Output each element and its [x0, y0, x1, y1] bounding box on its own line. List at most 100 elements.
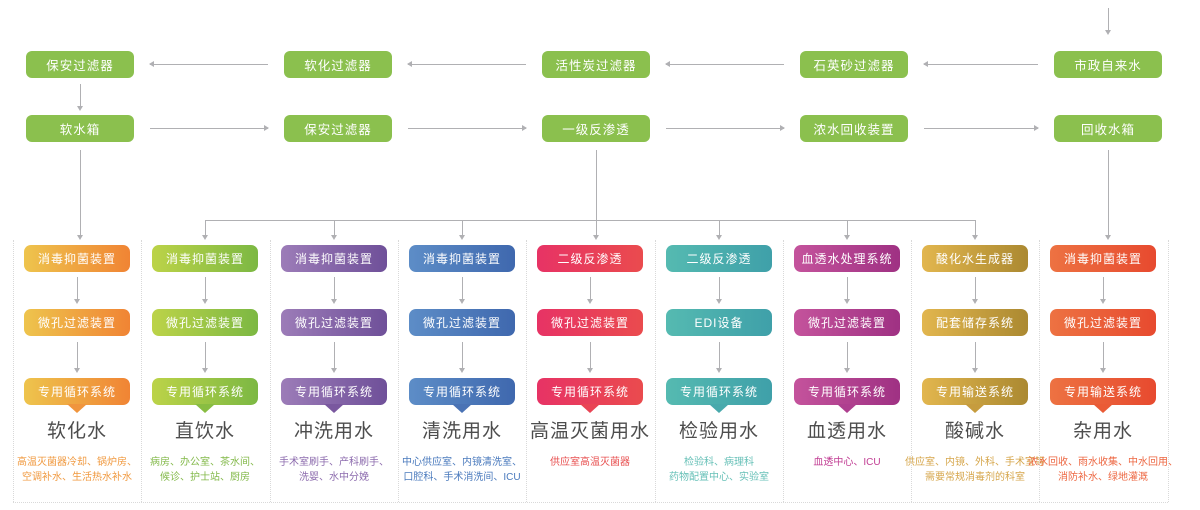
process-box-softened-water-0: 消毒抑菌装置 — [24, 245, 130, 272]
flow-arrow-left — [149, 61, 268, 67]
column-flushing-water: 消毒抑菌装置微孔过滤装置专用循环系统冲洗用水手术室刷手、产科刷手、洗婴、水中分娩 — [270, 0, 398, 510]
column-separator — [1168, 240, 1169, 502]
pointer-tail — [67, 404, 87, 413]
distribution-drop — [459, 220, 465, 240]
flow-arrow-right — [924, 125, 1039, 131]
usage-description-line: 手术室刷手、产科刷手、 — [279, 457, 389, 468]
flow-box-first-stage-ro: 一级反渗透 — [542, 115, 650, 142]
usage-title-direct-drinking-water: 直饮水 — [174, 421, 235, 442]
process-box-softened-water-1: 微孔过滤装置 — [24, 309, 130, 336]
process-box-acid-alkaline-water-1: 配套储存系统 — [922, 309, 1028, 336]
process-box-laboratory-water-1: EDI设备 — [666, 309, 772, 336]
column-softened-water: 消毒抑菌装置微孔过滤装置专用循环系统软化水高温灭菌器冷却、锅炉房、空调补水、生活… — [13, 0, 141, 510]
pointer-tail — [195, 404, 215, 413]
process-box-acid-alkaline-water-0: 酸化水生成器 — [922, 245, 1028, 272]
flow-box-security-filter: 保安过滤器 — [26, 51, 134, 78]
usage-title-miscellaneous-water: 杂用水 — [1072, 421, 1133, 442]
process-box-laboratory-water-2: 专用循环系统 — [666, 378, 772, 405]
arrow-first-ro-drop — [593, 150, 599, 240]
process-box-miscellaneous-water-0: 消毒抑菌装置 — [1050, 245, 1156, 272]
arrow-down — [459, 277, 465, 304]
column-separator — [783, 240, 784, 502]
usage-description-line: 高温灭菌器冷却、锅炉房、 — [17, 457, 137, 468]
arrow-down — [331, 342, 337, 373]
column-cleaning-water: 消毒抑菌装置微孔过滤装置专用循环系统清洗用水中心供应室、内镜清洗室、口腔科、手术… — [398, 0, 526, 510]
column-direct-drinking-water: 消毒抑菌装置微孔过滤装置专用循环系统直饮水病房、办公室、茶水间、候诊、护士站、厨… — [141, 0, 269, 510]
process-box-miscellaneous-water-1: 微孔过滤装置 — [1050, 309, 1156, 336]
flow-box-quartz-sand-filter: 石英砂过滤器 — [800, 51, 908, 78]
arrow-down — [331, 277, 337, 304]
usage-description-line: 洗婴、水中分娩 — [299, 472, 369, 483]
flow-box-municipal-tap-water: 市政自来水 — [1054, 51, 1162, 78]
usage-title-cleaning-water: 清洗用水 — [421, 421, 502, 442]
process-box-flushing-water-0: 消毒抑菌装置 — [281, 245, 387, 272]
usage-description-line: 病房、办公室、茶水间、 — [150, 457, 260, 468]
process-box-miscellaneous-water-2: 专用输送系统 — [1050, 378, 1156, 405]
flow-arrow-left — [665, 61, 784, 67]
arrow-down — [202, 277, 208, 304]
arrow-down — [74, 277, 80, 304]
column-miscellaneous-water: 消毒抑菌装置微孔过滤装置专用输送系统杂用水浓水回收、雨水收集、中水回用、消防补水… — [1028, 0, 1178, 510]
usage-description-line: 浓水回收、雨水收集、中水回用、 — [1028, 457, 1178, 468]
arrow-down — [587, 342, 593, 373]
distribution-drop — [844, 220, 850, 240]
process-box-hemodialysis-water-1: 微孔过滤装置 — [794, 309, 900, 336]
usage-description-line: 需要常规消毒剂的科室 — [925, 472, 1025, 483]
process-box-direct-drinking-water-1: 微孔过滤装置 — [152, 309, 258, 336]
arrow-down — [587, 277, 593, 304]
arrow-down — [972, 342, 978, 373]
process-box-acid-alkaline-water-2: 专用输送系统 — [922, 378, 1028, 405]
flow-arrow-right — [666, 125, 785, 131]
column-separator — [13, 240, 14, 502]
usage-title-hemodialysis-water: 血透用水 — [806, 421, 887, 442]
process-box-high-temp-sterilization-water-2: 专用循环系统 — [537, 378, 643, 405]
process-box-cleaning-water-0: 消毒抑菌装置 — [409, 245, 515, 272]
arrow-down — [1100, 342, 1106, 373]
arrow-municipal-inflow — [1105, 8, 1111, 35]
column-separator — [270, 240, 271, 502]
usage-description-line: 口腔科、手术消洗间、ICU — [403, 472, 521, 483]
bottom-border — [13, 502, 1168, 503]
flow-box-security-filter-2: 保安过滤器 — [284, 115, 392, 142]
arrow-down — [202, 342, 208, 373]
flow-arrow-left — [923, 61, 1038, 67]
usage-description-line: 供应室高温灭菌器 — [550, 457, 630, 468]
arrow-down — [459, 342, 465, 373]
usage-title-flushing-water: 冲洗用水 — [293, 421, 374, 442]
usage-description-line: 中心供应室、内镜清洗室、 — [402, 457, 522, 468]
usage-title-high-temp-sterilization-water: 高温灭菌用水 — [529, 421, 650, 442]
process-box-laboratory-water-0: 二级反渗透 — [666, 245, 772, 272]
arrow-down — [716, 277, 722, 304]
process-box-direct-drinking-water-2: 专用循环系统 — [152, 378, 258, 405]
pointer-tail — [965, 404, 985, 413]
distribution-drop — [202, 220, 208, 240]
column-separator — [655, 240, 656, 502]
flow-arrow-right — [408, 125, 527, 131]
flow-box-recycled-water-tank: 回收水箱 — [1054, 115, 1162, 142]
pointer-tail — [452, 404, 472, 413]
process-box-high-temp-sterilization-water-0: 二级反渗透 — [537, 245, 643, 272]
usage-description-line: 血透中心、ICU — [813, 457, 881, 468]
usage-title-softened-water: 软化水 — [46, 421, 107, 442]
column-high-temp-sterilization-water: 二级反渗透微孔过滤装置专用循环系统高温灭菌用水供应室高温灭菌器 — [526, 0, 654, 510]
flow-arrow-right — [150, 125, 269, 131]
distribution-drop — [331, 220, 337, 240]
usage-title-laboratory-water: 检验用水 — [678, 421, 759, 442]
column-separator — [526, 240, 527, 502]
flow-box-soft-water-tank: 软水箱 — [26, 115, 134, 142]
distribution-drop — [972, 220, 978, 240]
usage-description-line: 空调补水、生活热水补水 — [22, 472, 132, 483]
usage-description-line: 供应室、内镜、外科、手术室等 — [905, 457, 1045, 468]
column-acid-alkaline-water: 酸化水生成器配套储存系统专用输送系统酸碱水供应室、内镜、外科、手术室等需要常规消… — [905, 0, 1045, 510]
process-box-high-temp-sterilization-water-1: 微孔过滤装置 — [537, 309, 643, 336]
flow-box-concentrate-recovery: 浓水回收装置 — [800, 115, 908, 142]
pointer-tail — [1093, 404, 1113, 413]
column-separator — [1039, 240, 1040, 502]
process-box-cleaning-water-1: 微孔过滤装置 — [409, 309, 515, 336]
process-box-hemodialysis-water-2: 专用循环系统 — [794, 378, 900, 405]
distribution-line — [205, 220, 975, 221]
process-box-direct-drinking-water-0: 消毒抑菌装置 — [152, 245, 258, 272]
process-box-flushing-water-1: 微孔过滤装置 — [281, 309, 387, 336]
usage-description-line: 候诊、护士站、厨房 — [160, 472, 250, 483]
